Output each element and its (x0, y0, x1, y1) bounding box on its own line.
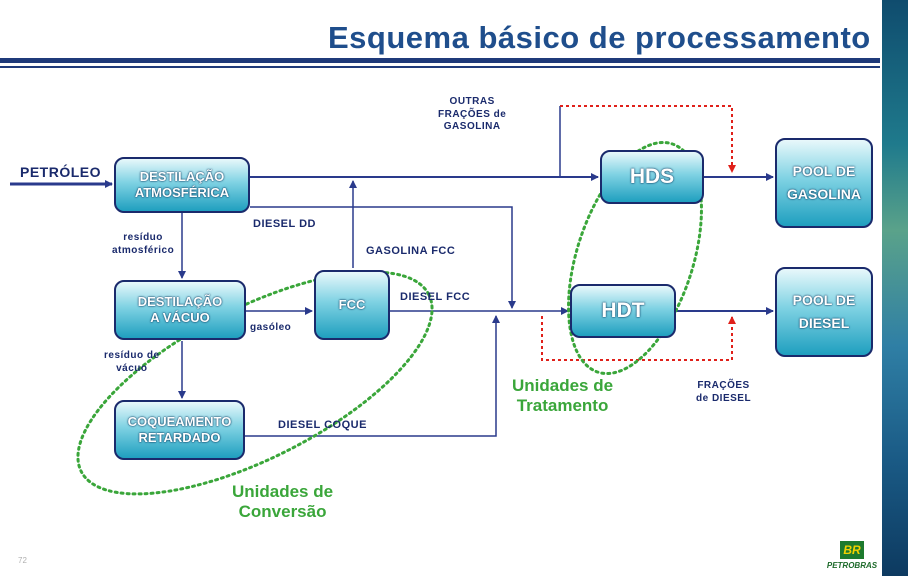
hds-label: HDS (629, 164, 675, 188)
title-rule-bottom (0, 66, 880, 68)
tratamento-group-label: Unidades de Tratamento (512, 376, 613, 417)
diesel-coque-line (245, 315, 500, 437)
residuo-vacuo-line2: vácuo (116, 362, 148, 374)
pool-diesel-unit: POOL DE DIESEL (775, 267, 873, 357)
diesel-dd-label: DIESEL DD (253, 218, 316, 230)
gasolina-fcc-label: GASOLINA FCC (366, 245, 456, 257)
destilacao-atmosferica-unit: DESTILAÇÃO ATMOSFÉRICA (114, 157, 250, 213)
page-title: Esquema básico de processamento (328, 20, 871, 55)
outras-fracoes-line1: OUTRAS (449, 96, 495, 107)
coqueamento-line2: RETARDADO (138, 430, 221, 445)
pool-gasolina-unit: POOL DE GASOLINA (775, 138, 873, 228)
tratamento-line2: Tratamento (516, 396, 609, 416)
tratamento-group-outline (567, 140, 703, 376)
diesel-coque-label: DIESEL COQUE (278, 419, 367, 431)
coqueamento-unit: COQUEAMENTO RETARDADO (114, 400, 245, 460)
destilacao-atm-line1: DESTILAÇÃO (139, 168, 225, 184)
page-number: 72 (18, 556, 27, 565)
pool-gasolina-line2: GASOLINA (787, 186, 861, 202)
br-logo-icon: BR (840, 541, 864, 559)
pool-diesel-line1: POOL DE (792, 291, 856, 308)
fcc-unit: FCC (314, 270, 390, 340)
outras-fracoes-dotted (560, 105, 736, 173)
conversao-group-label: Unidades de Conversão (232, 482, 333, 523)
outras-fracoes-line3: GASOLINA (443, 121, 501, 132)
residuo-vacuo-label: resíduo de vácuo (104, 350, 160, 375)
residuo-atm-line1: resíduo (123, 232, 163, 243)
gasoleo-label: gasóleo (250, 322, 292, 333)
hds-unit: HDS (600, 150, 704, 204)
destilacao-vacuo-line2: A VÁCUO (150, 310, 210, 325)
residuo-atm-label: resíduo atmosférico (112, 232, 174, 257)
petrobras-logo: BR PETROBRAS (826, 541, 878, 570)
title-rule-top (0, 58, 880, 63)
destilacao-atm-line2: ATMOSFÉRICA (134, 185, 230, 200)
fracoes-diesel-line1: FRAÇÕES (697, 380, 750, 391)
tratamento-line1: Unidades de (512, 376, 614, 395)
conversao-line2: Conversão (238, 502, 327, 522)
conversao-line1: Unidades de (232, 482, 334, 501)
petrobras-wordmark: PETROBRAS (826, 561, 878, 570)
outras-fracoes-label: OUTRAS FRAÇÕES de GASOLINA (438, 96, 506, 134)
destilacao-vacuo-line1: DESTILAÇÃO (137, 293, 223, 309)
outras-fracoes-line2: FRAÇÕES de (438, 108, 507, 120)
pool-gasolina-line1: POOL DE (792, 162, 856, 179)
diesel-fcc-label: DIESEL FCC (400, 291, 471, 303)
diesel-dd-line (250, 206, 516, 309)
hdt-unit: HDT (570, 284, 676, 338)
coqueamento-line1: COQUEAMENTO (127, 413, 232, 429)
petroleo-label: PETRÓLEO (20, 164, 102, 180)
decorative-side-strip (882, 0, 908, 576)
fracoes-diesel-label: FRAÇÕES de DIESEL (696, 380, 751, 405)
fracoes-diesel-line2: de DIESEL (696, 392, 752, 404)
residuo-atm-line2: atmosférico (112, 244, 175, 256)
pool-diesel-line2: DIESEL (798, 315, 850, 331)
residuo-vacuo-line1: resíduo de (104, 350, 160, 361)
hdt-label: HDT (601, 298, 645, 322)
fcc-label: FCC (338, 296, 366, 312)
destilacao-vacuo-unit: DESTILAÇÃO A VÁCUO (114, 280, 246, 340)
